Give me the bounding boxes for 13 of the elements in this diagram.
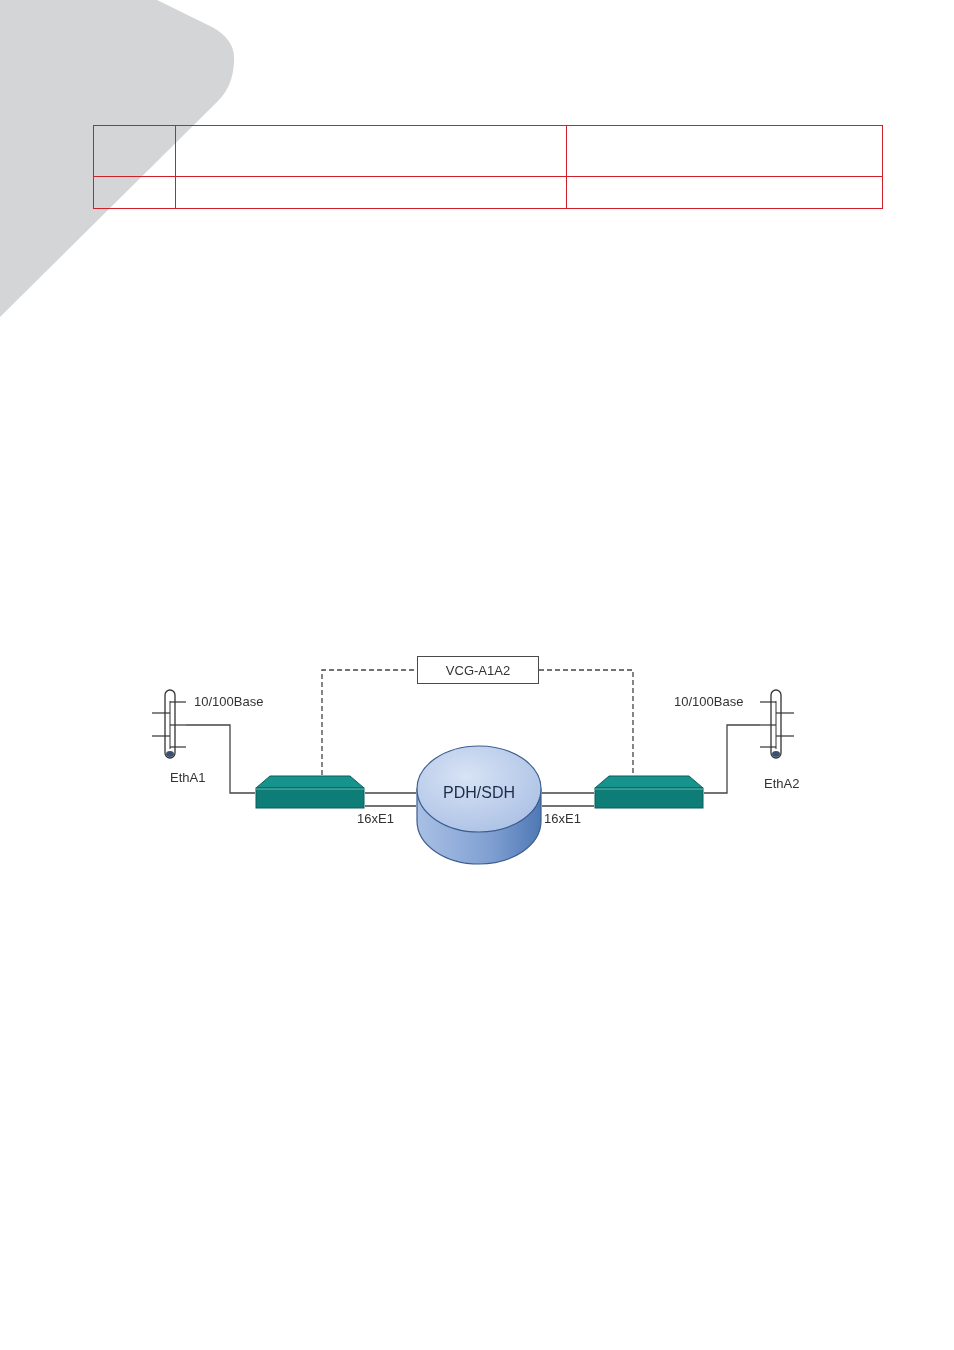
double-line-connector xyxy=(541,792,595,807)
ethernet-segment-symbol xyxy=(760,689,794,759)
box-label: VCG-A1A2 xyxy=(445,662,511,678)
network-switch-device xyxy=(594,775,704,809)
label-frame xyxy=(417,656,539,684)
dashed-connector xyxy=(538,669,634,776)
network-switch-device xyxy=(255,775,365,809)
connector-line xyxy=(703,724,761,794)
double-line-connector xyxy=(364,792,417,807)
connector-line xyxy=(185,724,256,794)
cylinder-node xyxy=(416,744,542,865)
ethernet-segment-symbol xyxy=(152,689,186,759)
node-label: PDH/SDH xyxy=(442,784,516,802)
